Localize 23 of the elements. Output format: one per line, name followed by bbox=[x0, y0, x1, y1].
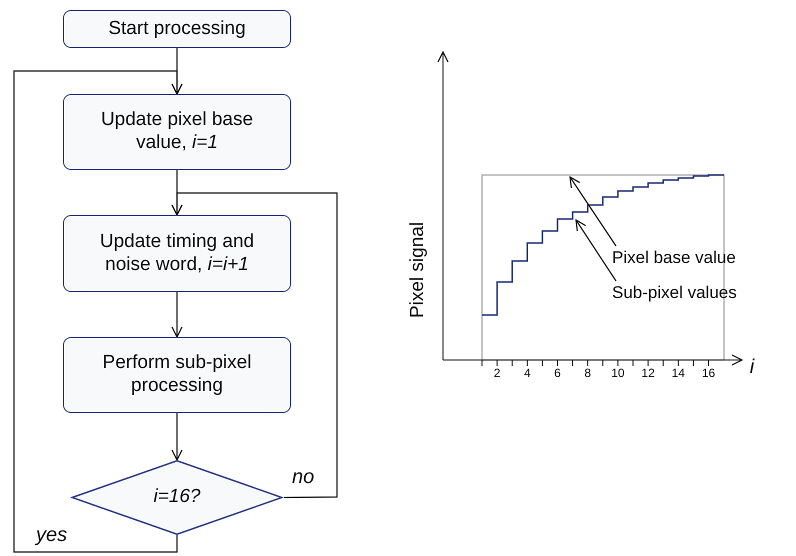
annotation-text: Sub-pixel values bbox=[612, 281, 794, 305]
arrow bbox=[171, 413, 183, 461]
tick-label: 4 bbox=[524, 366, 531, 380]
tick-label: 8 bbox=[584, 366, 592, 380]
process-box: Perform sub-pixel processing bbox=[63, 337, 291, 413]
arrow bbox=[13, 70, 183, 553]
decision-diamond: i=16? bbox=[70, 460, 284, 535]
process-box: Start processing bbox=[63, 10, 291, 48]
tick-label: 16 bbox=[702, 366, 716, 380]
arrow bbox=[171, 192, 338, 498]
axis-title: i bbox=[750, 356, 754, 379]
leader-line bbox=[575, 219, 616, 282]
tick-label: 14 bbox=[672, 366, 685, 380]
tick-label: 6 bbox=[554, 366, 561, 380]
annotation-text: Pixel base value bbox=[612, 246, 762, 270]
tick-label: 2 bbox=[494, 366, 500, 380]
arrow bbox=[171, 292, 183, 338]
leader-line bbox=[569, 176, 616, 246]
process-box: Update pixel base value, i=1 bbox=[63, 94, 291, 170]
process-box: Update timing and noise word, i=i+1 bbox=[63, 215, 291, 292]
tick-label: 10 bbox=[611, 366, 625, 380]
axis-title: Pixel signal bbox=[407, 222, 429, 318]
tick-label: 12 bbox=[641, 366, 655, 380]
